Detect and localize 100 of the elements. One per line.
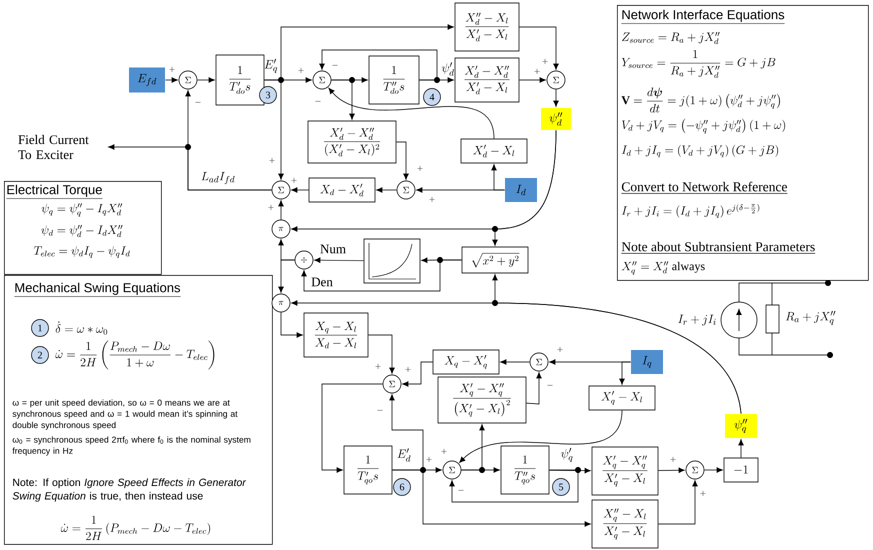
sign-label: + <box>426 456 432 462</box>
callout-number: 1 <box>31 319 49 337</box>
arrow <box>396 142 409 180</box>
transfer-block: $\frac{1}{T''_{qo}s}$ <box>500 446 550 494</box>
transfer-block: $\frac{X'_d - X''_d}{(X'_d - X_l)^2}$ <box>308 120 396 164</box>
heading: Network Interface Equations <box>621 10 785 24</box>
equation: $I_r + jI_i = \left(I_d + jI_q\right)e^{j(\delta - \frac{\pi}{2})}$ <box>622 204 760 218</box>
transfer-block: $X_d - X'_d$ <box>308 178 376 202</box>
sign-label: − <box>547 385 553 386</box>
sign-label: + <box>534 68 540 74</box>
callout-number: 6 <box>393 478 411 496</box>
summing-junction: $\Sigma$ <box>382 374 402 394</box>
sign-label: − <box>332 65 338 66</box>
arrow <box>376 187 397 193</box>
summing-junction: $\Sigma$ <box>530 352 548 372</box>
arrow <box>322 384 383 473</box>
equation: $Z_{source} = R_a + jX''_d$ <box>622 32 720 44</box>
multiplier-junction: $\pi$ <box>272 220 290 238</box>
summing-junction: $\Sigma$ <box>546 70 566 90</box>
arrow <box>519 77 546 83</box>
input-signal-box: $I_d$ <box>505 178 537 202</box>
arrow <box>368 334 395 374</box>
equation-panel <box>4 275 273 545</box>
sign-label: + <box>169 66 175 72</box>
sign-label: + <box>441 448 447 454</box>
equation: $I_d + jI_q = \left(V_d + jV_q\right)(G + jB)$ <box>622 144 778 158</box>
input-signal-box: $E_{fd}$ <box>129 68 165 92</box>
callout-number: 3 <box>259 86 277 104</box>
arrow <box>264 80 284 180</box>
impedance-label: $R_a + jX''_q$ <box>786 310 836 326</box>
sign-label: + <box>542 58 548 64</box>
sign-label: − <box>195 102 201 103</box>
sign-label: + <box>291 178 297 184</box>
definition-text: ω = per unit speed deviation, so ω = 0 means we are at synchronous speed and ω = 1 would mean it’s spinning at double synchronous speed <box>12 399 238 430</box>
equation: $V_d + jV_q = \left(-\psi''_q + j\psi''_d\right)(1 + \omega)$ <box>622 118 786 134</box>
arrow <box>459 410 622 463</box>
arrow <box>328 88 494 139</box>
arrow <box>108 144 272 190</box>
heading: Electrical Torque <box>6 184 103 199</box>
sign-label: + <box>405 366 411 372</box>
multiplier-junction: $\pi$ <box>272 294 290 312</box>
heading: Note about Subtransient Parameters <box>621 242 816 254</box>
summing-junction: $\Sigma$ <box>396 180 416 200</box>
note-text: Note: If option Ignore Speed Effects in Generator Swing Equation is true, then instead use <box>12 478 246 502</box>
callout-number: 5 <box>552 478 570 496</box>
transfer-block: $-1$ <box>724 458 758 482</box>
transfer-block: $\frac{1}{T'_{qo}s}$ <box>344 446 392 494</box>
sign-label: − <box>377 410 383 411</box>
heading: Convert to Network Reference <box>621 182 788 194</box>
arrow <box>402 362 433 387</box>
output-signal-box: $\psi''_q$ <box>725 414 757 438</box>
transfer-block: $\frac{1}{T''_{do}s}$ <box>368 56 420 104</box>
sign-label: + <box>268 204 274 210</box>
equation: $T_{elec} = \psi_d I_q - \psi_q I_d$ <box>34 246 130 258</box>
callout-number: 4 <box>423 88 441 106</box>
arrow <box>500 359 530 365</box>
signal-label: $\psi'_q$ <box>561 448 573 462</box>
summing-junction: $\Sigma$ <box>686 460 704 480</box>
sign-label: + <box>557 346 563 352</box>
arrow <box>165 77 178 83</box>
arrow <box>461 424 485 470</box>
equation: $\psi_d = \psi''_d - I_d X''_d$ <box>41 225 122 238</box>
arrow <box>658 480 698 524</box>
transfer-block: $\frac{X'_q - X''_q}{\left(X'_q - X_l\right)^2}$ <box>438 376 526 424</box>
summing-junction: $\Sigma$ <box>178 70 198 90</box>
arrow <box>526 372 542 404</box>
arrow <box>491 164 505 190</box>
equation: $\mathbf{V} = \frac{d\boldsymbol{\psi}}{dt} = j(1 + \omega)\left(\psi''_d + j\psi''_q\right)$ <box>622 88 780 112</box>
equation-panel <box>617 5 869 281</box>
summing-junction: $\Sigma$ <box>442 460 462 480</box>
arrow <box>278 200 284 220</box>
sign-label: − <box>458 490 464 491</box>
transfer-block: $X'_d - X_l$ <box>460 138 528 164</box>
arrow <box>301 260 462 292</box>
transfer-block: $\frac{1}{T'_{do}s}$ <box>216 54 264 106</box>
transfer-block: $\frac{X'_d - X''_d}{X'_d - X_l}$ <box>454 58 520 102</box>
summing-junction: $\Sigma$ <box>272 180 290 200</box>
equation: $\dot{\omega} = \frac{1}{2H}\left(P_{mech} - D\omega - T_{elec}\right)$ <box>60 516 210 540</box>
sign-label: + <box>670 456 676 462</box>
callout-number: 2 <box>31 346 49 364</box>
signal-label: $E'_d$ <box>398 448 410 462</box>
edge-label: $L_{ad}I_{fd}$ <box>200 170 236 186</box>
sign-label: + <box>375 364 381 370</box>
transfer-block: $\frac{X''_d - X_l}{X'_d - X_l}$ <box>454 2 520 52</box>
arrow <box>392 470 591 527</box>
saturation-block <box>364 238 420 284</box>
equation: $\psi_q = \psi''_q - I_q X''_d$ <box>42 203 122 217</box>
equation: $X''_q = X''_d \text{ always}$ <box>622 261 705 275</box>
arrow <box>291 187 309 193</box>
arrow <box>519 26 559 70</box>
arrow <box>492 274 742 414</box>
arrow <box>553 89 559 107</box>
transfer-block: $\frac{X''_q - X_l}{X'_q - X_l}$ <box>592 500 658 548</box>
edge-label: Num <box>319 244 347 254</box>
sign-label: − <box>315 101 321 102</box>
arrow <box>331 80 355 120</box>
summing-junction: $\Sigma$ <box>312 70 332 90</box>
transfer-block: $\frac{X_q - X_l}{X_d - X_l}$ <box>304 312 368 358</box>
divider-junction: $\div$ <box>294 250 314 270</box>
arrow <box>449 470 578 502</box>
